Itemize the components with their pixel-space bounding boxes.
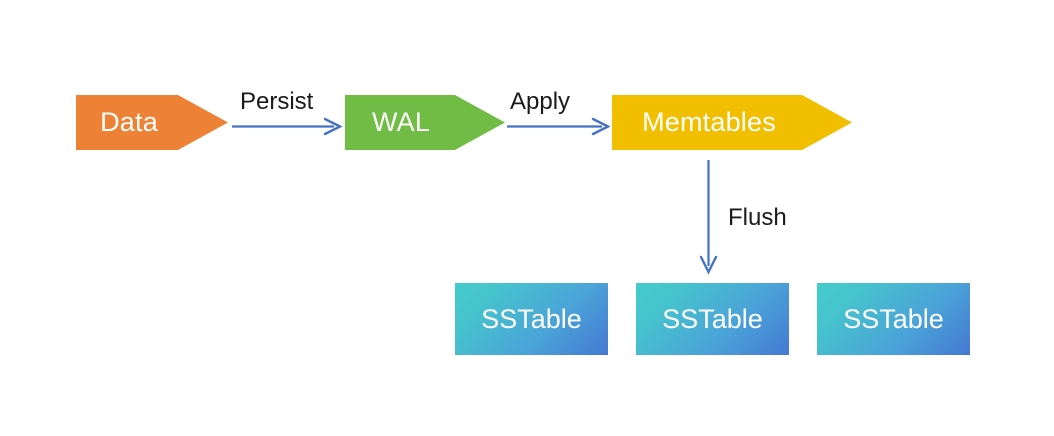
arrow-head <box>591 117 611 136</box>
sstable-block-1: SSTable <box>455 283 608 355</box>
arrow-head <box>699 255 718 275</box>
sstable-block-3-label: SSTable <box>843 303 944 334</box>
stage-memtables-label: Memtables <box>642 107 776 137</box>
edge-label-persist: Persist <box>240 88 314 115</box>
sstable-block-2: SSTable <box>636 283 789 355</box>
arrow-head <box>323 117 343 136</box>
stage-wal: WAL <box>345 95 505 150</box>
sstable-block-2-label: SSTable <box>662 303 763 334</box>
edge-label-flush: Flush <box>728 204 787 231</box>
arrow-wal-to-memtables <box>507 117 611 136</box>
stage-wal-label: WAL <box>371 107 431 137</box>
stage-data-label: Data <box>100 107 158 137</box>
stage-data: Data <box>76 95 228 150</box>
sstable-block-1-label: SSTable <box>481 303 582 334</box>
edge-label-apply: Apply <box>510 88 571 115</box>
arrow-memtables-to-sstables <box>699 160 718 275</box>
arrow-data-to-wal <box>232 117 343 136</box>
sstable-block-3: SSTable <box>817 283 970 355</box>
stage-memtables: Memtables <box>612 95 852 150</box>
